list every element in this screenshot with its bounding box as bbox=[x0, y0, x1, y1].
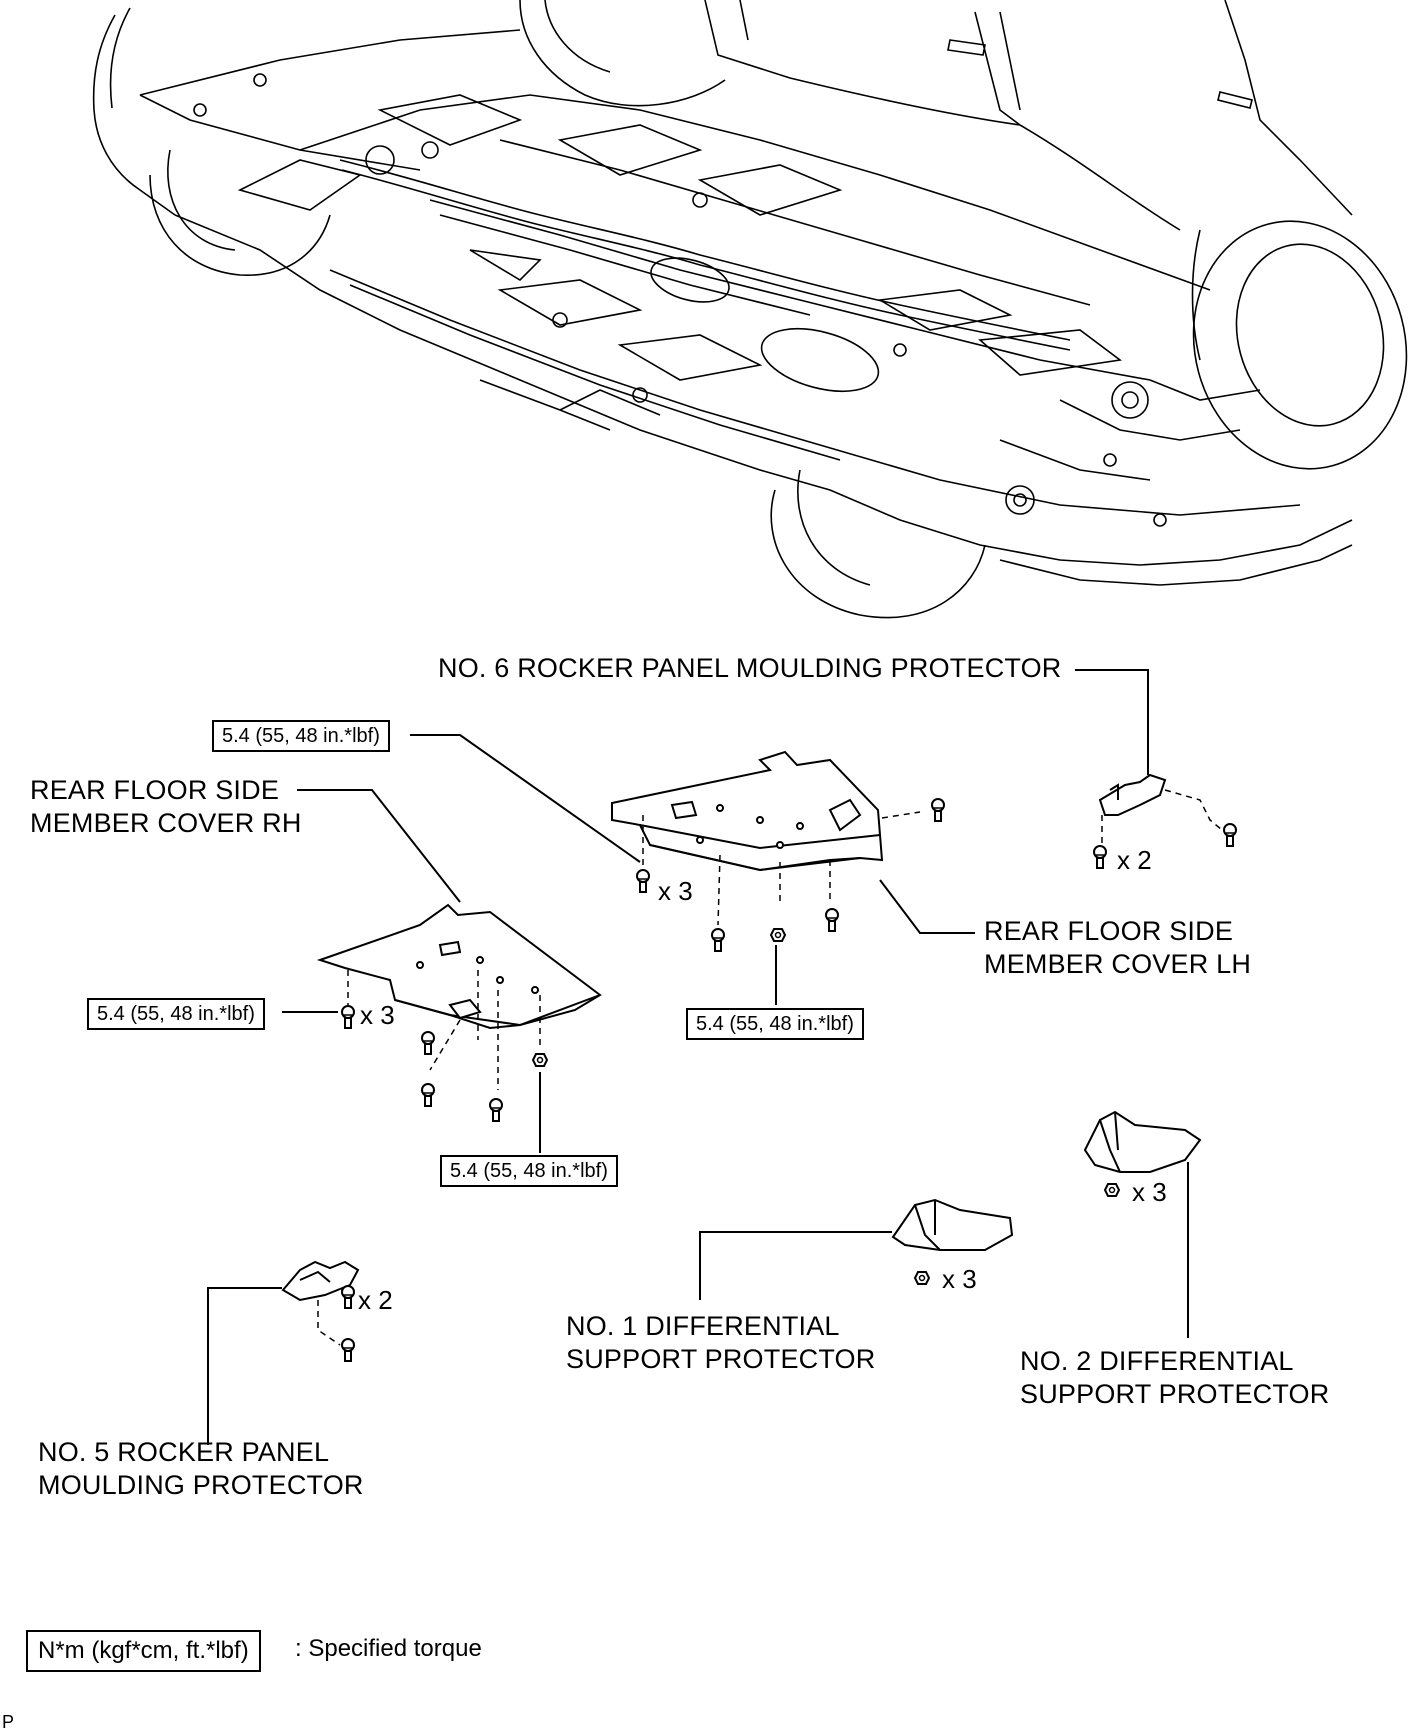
figure-code: P bbox=[2, 1712, 15, 1732]
rh-bolt-4 bbox=[489, 1098, 503, 1122]
rh-bolt-1 bbox=[341, 1005, 355, 1029]
label-rear-floor-rh-line2: MEMBER COVER RH bbox=[30, 808, 302, 838]
lh-bolt-3 bbox=[825, 908, 839, 932]
label-no2-differential-line2: SUPPORT PROTECTOR bbox=[1020, 1379, 1330, 1409]
no2-nut bbox=[1104, 1183, 1120, 1197]
qty-no5-bolts: x 2 bbox=[358, 1285, 393, 1315]
label-rear-floor-lh-line1: REAR FLOOR SIDE bbox=[984, 916, 1234, 946]
leader-lines bbox=[207, 669, 1189, 1445]
no5-rocker-panel-moulding-protector bbox=[281, 1260, 360, 1302]
torque-spec-lh-upper: 5.4 (55, 48 in.*lbf) bbox=[212, 720, 390, 752]
qty-rh-bolts: x 3 bbox=[360, 1000, 395, 1030]
label-no5-rocker-line1: NO. 5 ROCKER PANEL bbox=[38, 1437, 330, 1467]
label-no1-differential-line1: NO. 1 DIFFERENTIAL bbox=[566, 1311, 840, 1341]
rh-bolt-2 bbox=[421, 1031, 435, 1055]
no6-bolt-1 bbox=[1093, 845, 1107, 869]
qty-lh-bolts: x 3 bbox=[658, 876, 693, 906]
torque-spec-lh-lower: 5.4 (55, 48 in.*lbf) bbox=[686, 1008, 864, 1040]
torque-spec-rh-lower: 5.4 (55, 48 in.*lbf) bbox=[440, 1155, 618, 1187]
qty-no6-bolts: x 2 bbox=[1117, 845, 1152, 875]
label-no5-rocker-line2: MOULDING PROTECTOR bbox=[38, 1470, 364, 1500]
lh-bolt-4 bbox=[931, 798, 945, 822]
lh-bolt-1 bbox=[636, 869, 650, 893]
no5-bolt-1 bbox=[341, 1285, 355, 1309]
lh-fasteners bbox=[642, 811, 921, 926]
no2-differential-support-protector bbox=[1083, 1110, 1202, 1173]
label-rear-floor-rh-line1: REAR FLOOR SIDE bbox=[30, 775, 280, 805]
lh-nut bbox=[770, 928, 786, 942]
qty-no2-nuts: x 3 bbox=[1132, 1177, 1167, 1207]
no1-differential-support-protector bbox=[891, 1198, 1014, 1251]
lh-bolt-2 bbox=[711, 928, 725, 952]
rh-fasteners bbox=[347, 970, 541, 1090]
label-no1-differential-line2: SUPPORT PROTECTOR bbox=[566, 1344, 876, 1374]
rh-nut bbox=[532, 1053, 548, 1067]
label-no2-differential-line1: NO. 2 DIFFERENTIAL bbox=[1020, 1346, 1294, 1376]
no6-bolt-2 bbox=[1223, 823, 1237, 847]
legend-specified-torque: : Specified torque bbox=[295, 1635, 482, 1662]
qty-no1-nuts: x 3 bbox=[942, 1264, 977, 1294]
no6-rocker-panel-moulding-protector bbox=[1098, 773, 1167, 816]
label-no6-rocker-panel: NO. 6 ROCKER PANEL MOULDING PROTECTOR bbox=[438, 653, 1062, 683]
legend-torque-unit: N*m (kgf*cm, ft.*lbf) bbox=[26, 1630, 261, 1672]
rear-floor-side-member-cover-rh bbox=[316, 903, 602, 1030]
no1-nut bbox=[914, 1271, 930, 1285]
rh-bolt-3 bbox=[421, 1083, 435, 1107]
torque-spec-rh-left: 5.4 (55, 48 in.*lbf) bbox=[87, 998, 265, 1030]
rear-floor-side-member-cover-lh bbox=[611, 750, 884, 872]
label-rear-floor-lh-line2: MEMBER COVER LH bbox=[984, 949, 1252, 979]
vehicle-underbody bbox=[92, 0, 1408, 619]
no5-bolt-2 bbox=[341, 1338, 355, 1362]
